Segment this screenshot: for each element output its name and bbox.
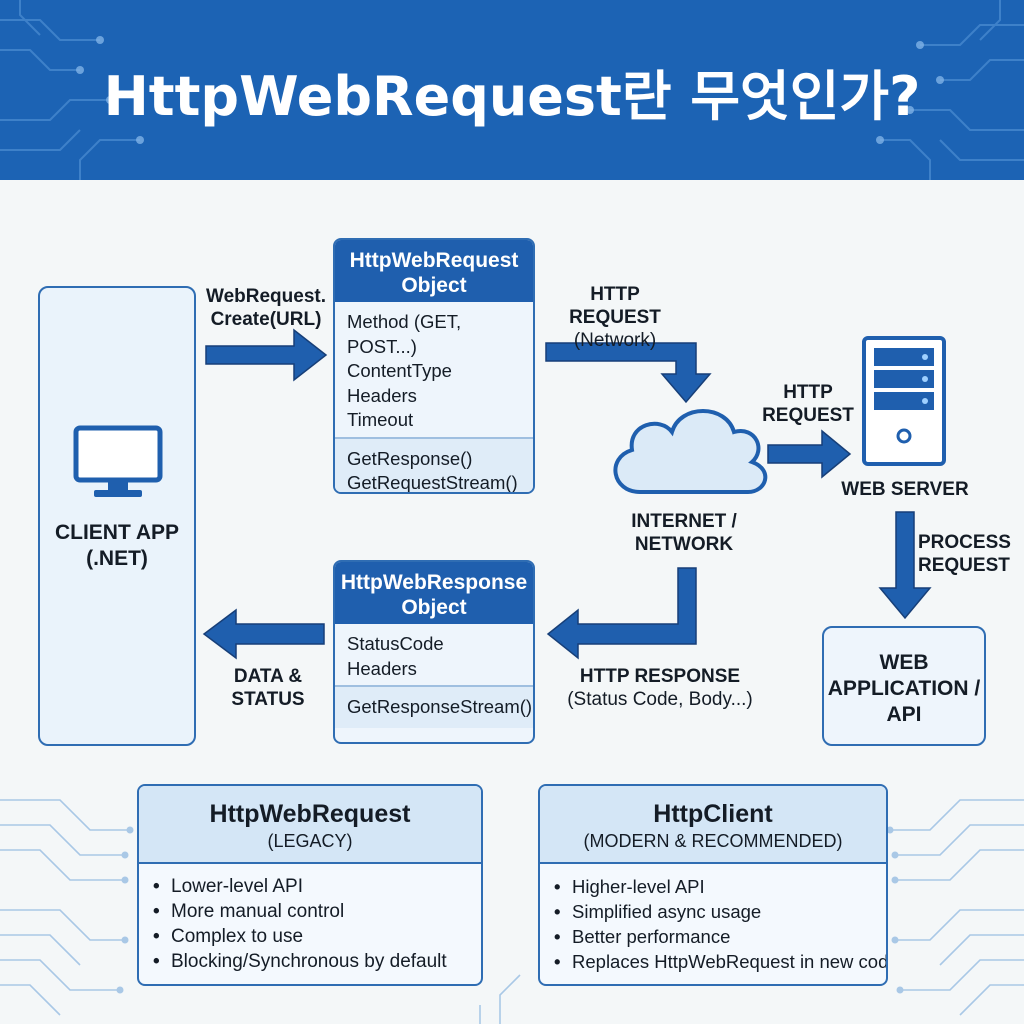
page-title: HttpWebRequest란 무엇인가? <box>103 65 921 128</box>
modern-subtitle: (MODERN & RECOMMENDED) <box>583 831 843 851</box>
list-item: GetRequestStream() <box>347 472 518 493</box>
response-object-methods: GetResponseStream() <box>335 687 533 728</box>
http-response-label-line1: HTTP RESPONSE <box>579 666 741 687</box>
client-app-box: CLIENT APP (.NET) <box>38 286 196 746</box>
list-item: •Complex to use <box>153 926 304 947</box>
list-item: Timeout <box>347 409 414 430</box>
create-label: WebRequest. Create(URL) <box>202 285 330 331</box>
list-item: Headers <box>347 384 417 406</box>
divider <box>335 436 533 439</box>
data-arrow-icon <box>202 608 325 660</box>
header-banner: HttpWebRequest란 무엇인가? <box>0 0 1024 180</box>
request-arrow-icon <box>545 342 712 404</box>
http-response-label-line2: (Status Code, Body...) <box>567 689 753 710</box>
process-arrow-icon <box>878 511 932 620</box>
process-request-label: PROCESS REQUEST <box>918 531 1011 577</box>
httpwebrequest-object-box: HttpWebRequest Object Method (GET, POST.… <box>333 238 535 494</box>
http-request-label-line1: HTTP REQUEST <box>569 284 661 328</box>
create-arrow-icon <box>205 328 328 382</box>
to-server-arrow-icon <box>767 429 852 479</box>
modern-title: HttpClient <box>653 800 773 828</box>
create-label-line1: WebRequest. <box>205 286 326 307</box>
httpwebresponse-object-box: HttpWebResponse Object StatusCode Header… <box>333 560 535 744</box>
modern-card: HttpClient (MODERN & RECOMMENDED) •Highe… <box>538 784 888 986</box>
request-object-subtitle: Object <box>401 274 467 297</box>
legacy-card: HttpWebRequest (LEGACY) •Lower-level API… <box>137 784 483 986</box>
web-application-box: WEB APPLICATION / API <box>822 626 986 746</box>
request-object-properties: Method (GET, POST...) ContentType Header… <box>335 302 533 437</box>
cloud-icon <box>613 409 768 494</box>
list-item: •Better performance <box>554 926 731 947</box>
response-object-properties: StatusCode Headers <box>335 624 533 685</box>
list-item: •Replaces HttpWebRequest in new code <box>554 951 888 972</box>
http-request-label: HTTP REQUEST (Network) <box>545 283 685 352</box>
web-application-label: WEB APPLICATION / API <box>824 650 984 728</box>
legacy-title: HttpWebRequest <box>209 800 411 828</box>
internet-label: INTERNET / NETWORK <box>614 510 754 556</box>
response-arrow-icon <box>546 567 697 660</box>
internet-label-line1: INTERNET / <box>631 511 737 532</box>
create-label-line2: Create(URL) <box>210 309 322 330</box>
modern-card-header: HttpClient (MODERN & RECOMMENDED) <box>540 786 886 864</box>
legacy-card-header: HttpWebRequest (LEGACY) <box>139 786 481 864</box>
list-item: Method (GET, POST...) <box>347 311 462 357</box>
list-item: •More manual control <box>153 901 345 922</box>
http-request-server-line2: REQUEST <box>762 405 854 426</box>
list-item: •Higher-level API <box>554 876 705 897</box>
list-item: StatusCode <box>347 633 444 654</box>
list-item: Headers <box>347 657 417 679</box>
circuit-pattern-icon <box>0 0 1024 180</box>
server-icon <box>862 336 946 466</box>
data-status-line1: DATA & <box>233 666 303 687</box>
divider <box>335 685 533 687</box>
list-item: GetResponse() <box>347 447 473 469</box>
process-label-line2: REQUEST <box>918 555 1010 576</box>
list-item: •Lower-level API <box>153 876 304 897</box>
http-request-server-label: HTTP REQUEST <box>762 381 854 427</box>
internet-label-line2: NETWORK <box>634 534 734 555</box>
legacy-list: •Lower-level API •More manual control •C… <box>139 864 481 974</box>
list-item: •Blocking/Synchronous by default <box>153 951 447 972</box>
list-item: GetResponseStream() <box>347 696 533 717</box>
data-status-line2: STATUS <box>231 689 305 710</box>
webapp-line3: API <box>886 703 922 726</box>
client-app-sublabel: (.NET) <box>86 547 148 570</box>
request-object-header: HttpWebRequest Object <box>335 240 533 302</box>
monitor-icon <box>73 425 163 497</box>
process-label-line1: PROCESS <box>918 532 1011 553</box>
http-request-label-line2: (Network) <box>573 330 657 351</box>
circuit-background-icon <box>0 799 1024 1024</box>
response-object-header: HttpWebResponse Object <box>335 562 533 624</box>
webapp-line1: WEB <box>879 651 929 674</box>
modern-list: •Higher-level API •Simplified async usag… <box>540 864 886 974</box>
web-server-label: WEB SERVER <box>841 479 969 500</box>
request-object-methods: GetResponse() GetRequestStream() <box>335 438 533 493</box>
webapp-line2: APPLICATION / <box>827 677 981 700</box>
http-request-server-line1: HTTP <box>783 382 833 403</box>
response-object-title: HttpWebResponse <box>340 571 528 594</box>
http-response-label: HTTP RESPONSE (Status Code, Body...) <box>560 665 760 711</box>
client-app-label: CLIENT APP <box>54 521 180 544</box>
request-object-title: HttpWebRequest <box>349 249 519 272</box>
data-status-label: DATA & STATUS <box>218 665 318 711</box>
list-item: •Simplified async usage <box>554 901 762 922</box>
response-object-subtitle: Object <box>401 596 467 619</box>
legacy-subtitle: (LEGACY) <box>267 831 353 851</box>
list-item: ContentType <box>347 360 452 381</box>
